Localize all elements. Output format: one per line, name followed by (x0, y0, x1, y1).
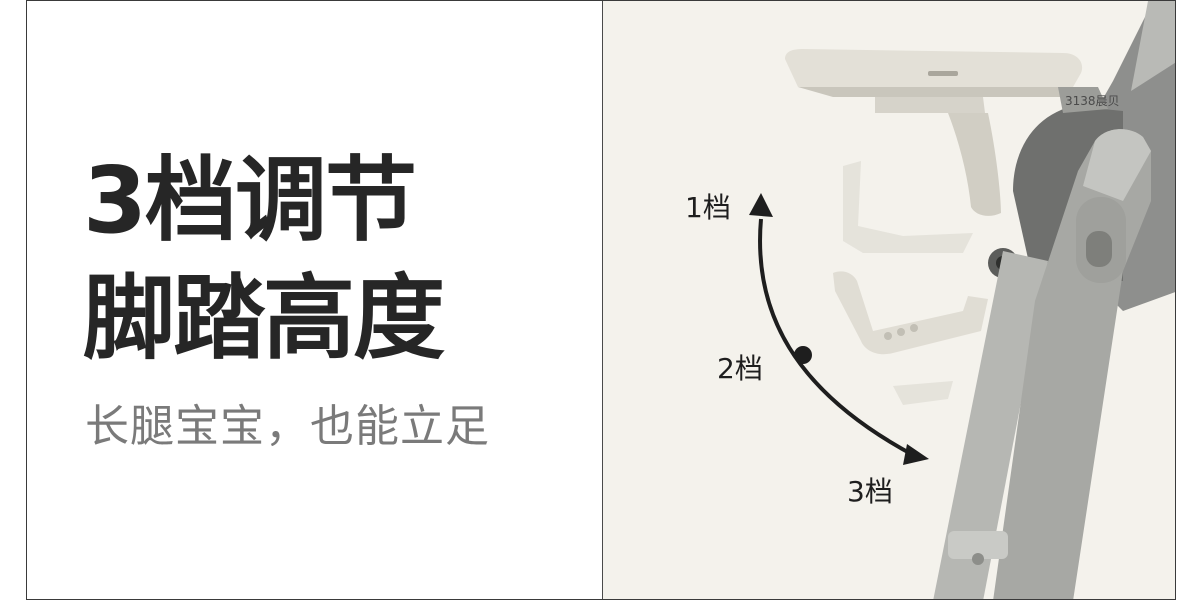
level-1-label: 1档 (685, 191, 731, 224)
tray-underside (875, 97, 985, 113)
arrow-head-up (749, 193, 773, 217)
high-chair-illustration: 3138晨贝 (749, 1, 1175, 599)
tray-support (948, 113, 1001, 216)
level-2-marker (794, 346, 812, 364)
tray-edge (798, 87, 1073, 97)
text-panel: 3档调节 脚踏高度 长腿宝宝，也能立足 (27, 1, 602, 599)
tray-hinge (1058, 87, 1108, 113)
headline-line-1: 3档调节 (83, 147, 417, 254)
curved-adjust-arrow (758, 218, 916, 458)
product-banner: 3档调节 脚踏高度 长腿宝宝，也能立足 3138晨贝 (26, 0, 1176, 600)
footrest-position-2 (833, 271, 988, 355)
footrest-button-3 (910, 324, 918, 332)
height-adjust-knob-inner (1086, 231, 1112, 267)
arrow-head-down (903, 444, 929, 465)
seat-back-edge (1131, 1, 1175, 91)
subtitle: 长腿宝宝，也能立足 (85, 401, 490, 452)
tray-top (785, 49, 1083, 87)
front-leg-highlight (1083, 129, 1151, 201)
footrest-position-1 (843, 161, 973, 253)
back-leg (933, 251, 1048, 599)
footrest-position-3 (893, 381, 953, 405)
footrest-button-1 (884, 332, 892, 340)
image-panel: 3138晨贝 (603, 1, 1175, 599)
level-3-label: 3档 (847, 475, 893, 508)
level-2-label: 2档 (717, 352, 763, 385)
leg-clamp (948, 531, 1008, 559)
leg-clamp-bolt (972, 553, 984, 565)
footrest-button-2 (897, 328, 905, 336)
headline-line-2: 脚踏高度 (83, 265, 445, 372)
ghost-footrest-positions (843, 161, 973, 405)
brand-logo: 3138晨贝 (1065, 94, 1120, 108)
tray-handle (928, 71, 958, 76)
panel-divider (602, 1, 603, 599)
